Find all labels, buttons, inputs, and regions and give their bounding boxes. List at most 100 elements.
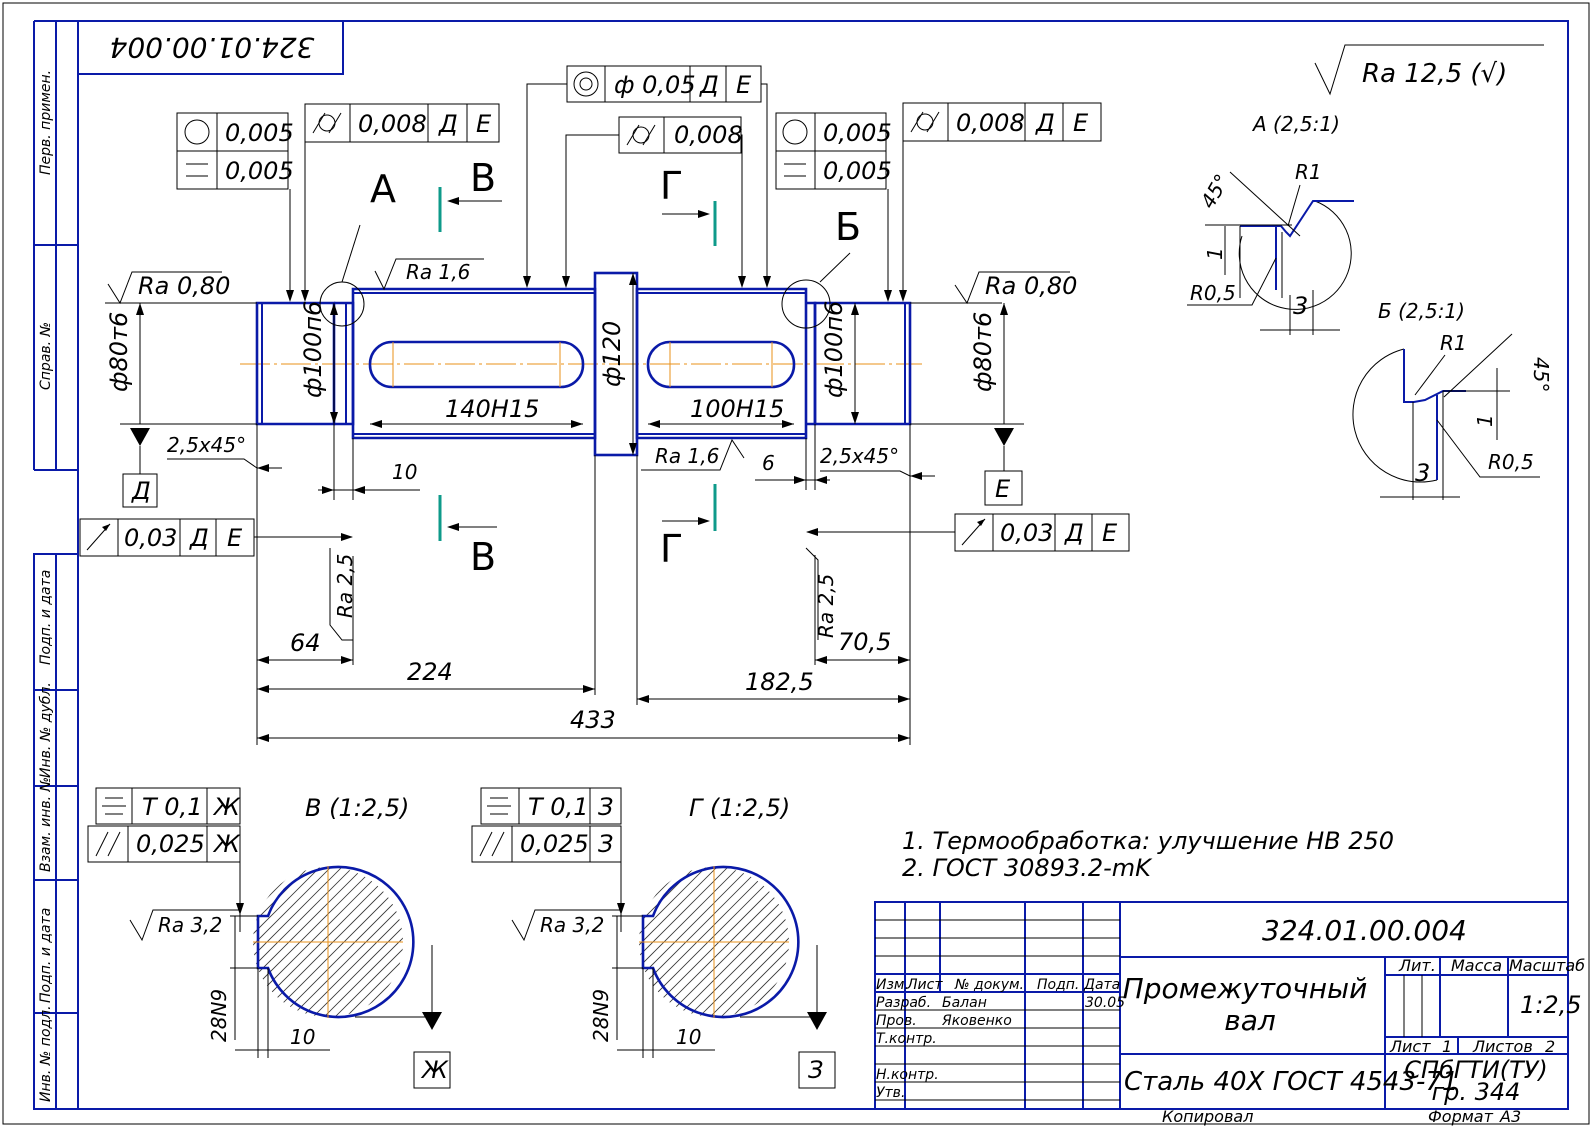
detail-a-title: А (2,5:1) (1251, 112, 1340, 136)
tb-scale: 1:2,5 (1520, 991, 1582, 1019)
note-2: 2. ГОСТ 30893.2-mK (902, 854, 1153, 882)
section-v-title: В (1:2,5) (305, 794, 409, 822)
tb-row-approved: Утв. (876, 1085, 905, 1101)
datum-e: Е (984, 428, 1023, 506)
detail-a-angle: 45° (1196, 170, 1235, 213)
dim-70-5: 70,5 (838, 628, 891, 656)
ra-left-journal: Ra 0,80 (138, 272, 230, 300)
tb-name-1: Промежуточный (1123, 972, 1368, 1005)
symmetry-icon (102, 797, 126, 815)
side-strip-labels: Перв. примен. Справ. № Подп. и дата Инв.… (38, 70, 54, 1102)
detail-b-r1: R1 (1440, 331, 1467, 355)
tb-name-2: вал (1224, 1004, 1276, 1037)
side-label-2: Справ. № (38, 322, 54, 390)
section-v: В (1:2,5) Т 0,1 Ж 0,025 Ж Ra 3,2 28 (87, 787, 451, 1089)
tol-coax-e: Е (736, 71, 752, 99)
tb-sheets-no: 2 (1545, 1037, 1555, 1056)
keyway-dims: 140Н15 100Н15 (370, 395, 794, 428)
side-label-6: Подп. и дата (38, 908, 54, 1003)
datum-d: Д (122, 428, 158, 508)
detail-b-angle: 45° (1529, 357, 1553, 392)
datum-d-label: Д (131, 477, 151, 505)
tol-right-roundness: 0,005 (823, 119, 892, 147)
tb-group: гр. 344 (1432, 1078, 1521, 1106)
dia-collar: ф120 (598, 321, 626, 387)
ra-left-body: Ra 1,6 (406, 260, 470, 284)
section-v-datum: Ж (420, 1056, 449, 1084)
tb-mass: Масса (1451, 956, 1502, 975)
tb-row-tcontrol: Т.контр. (876, 1031, 937, 1047)
detail-b-one: 1 (1473, 414, 1497, 427)
tb-row-check-name: Яковенко (941, 1013, 1012, 1029)
symmetry-icon-g (487, 797, 511, 815)
section-v-depth: 10 (290, 1025, 315, 1049)
tb-row-dev-date: 30.05 (1085, 995, 1125, 1011)
section-g-sym: Т 0,1 (528, 793, 588, 821)
dim-10: 10 (318, 424, 420, 500)
detail-a-r1: R1 (1295, 160, 1322, 184)
section-g-ra: Ra 3,2 (540, 913, 604, 937)
section-g-par-datum: З (598, 830, 613, 858)
section-g-top: Г (660, 164, 683, 208)
detail-a-one: 1 (1203, 247, 1227, 260)
detail-b-r05: R0,5 (1488, 450, 1534, 474)
upside-down-code-box: 324.01.00.004 (78, 21, 344, 75)
tb-header-list: Лист (906, 977, 943, 993)
length-dims: 64 224 433 182,5 70,5 (256, 424, 911, 745)
tol-right-runout-d: Д (1035, 109, 1055, 137)
tol-left-profile: 0,005 (225, 157, 294, 185)
tb-scale-label: Масштаб (1509, 956, 1585, 975)
roughness-left-body: Ra 1,6 (374, 258, 484, 291)
side-label-5: Взам. инв. № (38, 777, 54, 872)
dia-right-shoulder: ф100п6 (820, 301, 848, 398)
general-roughness-text: Ra 12,5 (√) (1362, 59, 1507, 89)
side-label-1: Перв. примен. (38, 70, 54, 175)
title-block: Изм. Лист № докум. Подп. Дата Разраб. Ба… (874, 901, 1585, 1110)
chamfer-right-text: 2,5x45° (820, 444, 899, 468)
datum-e-label: Е (995, 475, 1011, 503)
section-v-par: 0,025 (136, 830, 205, 858)
section-v-width: 28N9 (207, 989, 231, 1042)
side-label-4: Инв. № дубл. (38, 682, 54, 778)
tol-left-roundness: 0,005 (225, 119, 294, 147)
tol-left-runout-e: Е (476, 110, 492, 138)
detail-b-letter: Б (835, 205, 861, 249)
chamfer-left-text: 2,5x45° (167, 433, 246, 457)
tb-sheet-label: Лист (1389, 1037, 1431, 1056)
keyway-left-length: 140Н15 (445, 395, 539, 423)
tol-right-runout-value: 0,008 (956, 109, 1025, 137)
runout-frame-left: 0,03 Д Е (79, 518, 353, 557)
ra-right-shoulder: Ra 2,5 (814, 574, 838, 638)
side-label-7: Инв. № подл. (38, 1005, 54, 1102)
dim-6-text: 6 (762, 451, 775, 475)
detail-b-title: Б (2,5:1) (1378, 299, 1465, 323)
section-v-par-datum: Ж (212, 830, 241, 858)
side-label-3: Подп. и дата (38, 570, 54, 665)
dia-left-shoulder: ф100п6 (299, 301, 327, 398)
ra-right-body: Ra 1,6 (655, 444, 719, 468)
section-v-top: В (470, 156, 496, 200)
tb-header-sign: Подп. (1037, 977, 1079, 993)
chamfer-left: 2,5x45° (167, 433, 282, 472)
tol-right-profile: 0,005 (823, 157, 892, 185)
tb-row-check: Пров. (876, 1013, 917, 1029)
tb-org: СПбГТИ(ТУ) (1404, 1056, 1548, 1084)
runout-right-d: Д (1064, 519, 1084, 547)
section-v-sym-datum: Ж (212, 793, 241, 821)
tol-right-runout-e: Е (1073, 109, 1089, 137)
section-v-bottom: В (470, 535, 496, 579)
section-g-title: Г (1:2,5) (689, 794, 790, 822)
upside-down-code: 324.01.00.004 (110, 31, 315, 64)
tb-copied: Копировал (1162, 1107, 1253, 1126)
detail-b-circle (781, 279, 831, 329)
dim-6: 6 (755, 424, 830, 490)
section-g-bottom: Г (660, 527, 683, 571)
tb-material: Сталь 40Х ГОСТ 4543-71 (1124, 1067, 1458, 1097)
section-v-sym: Т 0,1 (142, 793, 202, 821)
runout-arrow-icon-right (961, 518, 986, 546)
diameter-dims: ф80т6 ф100п6 ф120 ф100п6 ф80т6 (105, 273, 1024, 455)
dia-left-journal: ф80т6 (105, 312, 133, 392)
tb-sheets-label: Листов (1472, 1037, 1533, 1056)
